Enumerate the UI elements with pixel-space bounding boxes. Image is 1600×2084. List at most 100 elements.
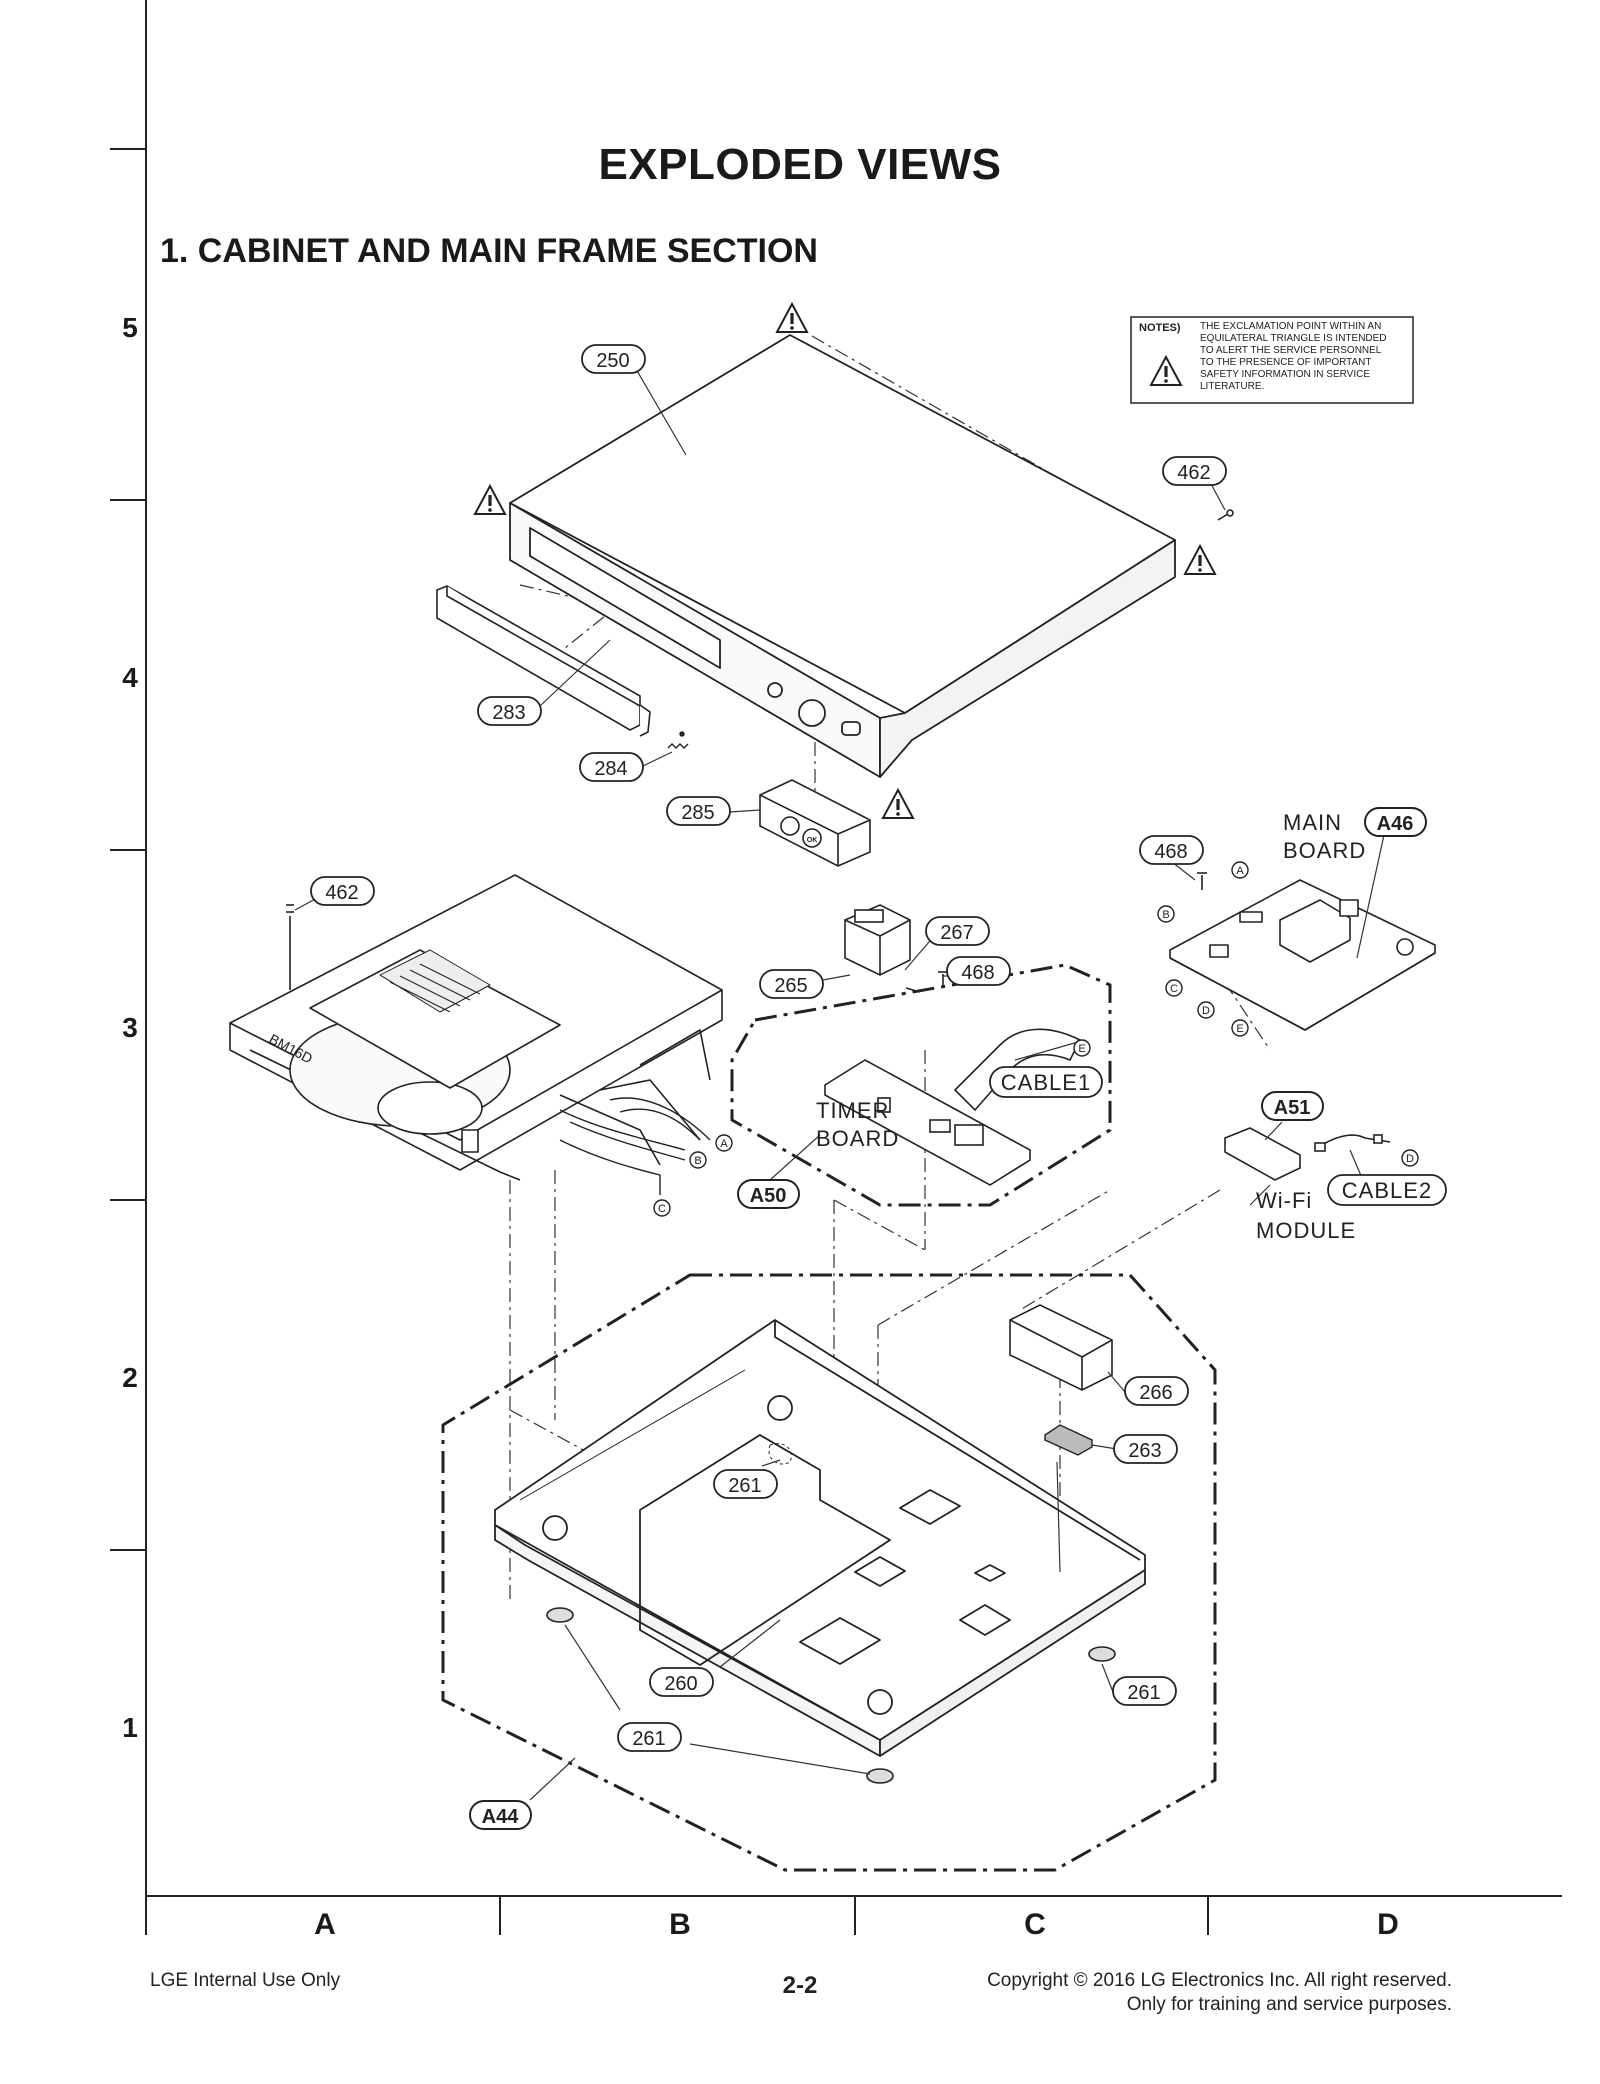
callout-266: 266 — [1139, 1382, 1172, 1404]
callout-261-right: 261 — [1127, 1682, 1160, 1704]
callout-468-main: 468 — [1154, 841, 1187, 863]
callout-bubble — [310, 876, 375, 906]
notes-line: THE EXCLAMATION POINT WITHIN AN — [1200, 321, 1381, 332]
callout-284: 284 — [594, 758, 627, 780]
main-frame — [494, 1319, 1146, 1757]
cable1-label: CABLE1 — [1001, 1070, 1091, 1095]
connector-marker — [1197, 1001, 1215, 1019]
connector-b-main: B — [1162, 909, 1169, 921]
leader-lines — [294, 368, 1385, 1801]
timer-bracket — [844, 904, 911, 976]
notes-box: NOTES) THE EXCLAMATION POINT WITHIN AN E… — [1130, 316, 1414, 404]
row-label-2: 2 — [122, 1362, 138, 1393]
connector-d-main: D — [1202, 1005, 1210, 1017]
assembly-a51: A51 — [1274, 1097, 1311, 1119]
connector-e-main: E — [1236, 1023, 1243, 1035]
callout-261-bottom: 261 — [632, 1728, 665, 1750]
knob-mark: OK — [807, 837, 818, 844]
assembly-outlines — [441, 963, 1217, 1872]
row-label-1: 1 — [122, 1712, 138, 1743]
footer-internal: LGE Internal Use Only — [150, 1970, 341, 1991]
callout-bubble — [666, 796, 731, 826]
callout-267: 267 — [940, 922, 973, 944]
notes-line: SAFETY INFORMATION IN SERVICE — [1200, 369, 1370, 380]
connector-marker — [653, 1199, 671, 1217]
assembly-bubble — [737, 1179, 800, 1209]
page-title: EXPLODED VIEWS — [598, 140, 1002, 189]
callout-bubble — [925, 916, 990, 946]
warning-icon — [882, 789, 914, 819]
connector-marker — [1165, 979, 1183, 997]
assembly-a50: A50 — [750, 1185, 787, 1207]
disc-loader: BM16D — [229, 874, 723, 1181]
cable1-bubble — [989, 1066, 1103, 1098]
warning-icon — [474, 485, 506, 515]
callout-265: 265 — [774, 975, 807, 997]
main-board — [1169, 879, 1436, 1031]
footer-copyright: Copyright © 2016 LG Electronics Inc. All… — [987, 1970, 1452, 1991]
page-frame — [110, 0, 1562, 1935]
main-board-label: BOARD — [1283, 838, 1366, 863]
bracket-266 — [1009, 1304, 1113, 1391]
callout-bubble — [1139, 835, 1204, 865]
spring — [667, 731, 689, 749]
callout-bubble — [1112, 1676, 1177, 1706]
wifi-module-label: MODULE — [1256, 1218, 1356, 1243]
frame-feet — [546, 1607, 1116, 1784]
wifi-module — [1224, 1127, 1391, 1181]
callout-bubble — [477, 696, 542, 726]
notes-label: NOTES) — [1139, 322, 1181, 334]
callout-bubble — [1162, 456, 1227, 486]
front-keys — [759, 779, 871, 867]
column-label-c: C — [1024, 1908, 1046, 1941]
cable2-bubble — [1327, 1174, 1447, 1206]
assembly-bubble — [1364, 807, 1427, 837]
assembly-bubble — [1261, 1091, 1324, 1121]
main-board-label: MAIN — [1283, 810, 1342, 835]
notes-line: TO THE PRESENCE OF IMPORTANT — [1200, 357, 1372, 368]
connector-d-cable2: D — [1406, 1153, 1414, 1165]
warning-icon — [1184, 545, 1216, 575]
connector-e-cable1: E — [1078, 1043, 1085, 1055]
row-label-5: 5 — [122, 312, 138, 343]
connector-b-loader: B — [694, 1155, 701, 1167]
connector-a-loader: A — [720, 1138, 728, 1150]
notes-line: LITERATURE. — [1200, 381, 1264, 392]
top-cabinet — [509, 334, 1176, 778]
callout-263: 263 — [1128, 1440, 1161, 1462]
timer-board-label: BOARD — [816, 1126, 899, 1151]
column-label-b: B — [669, 1908, 691, 1941]
cable2-label: CABLE2 — [1342, 1178, 1432, 1203]
callout-bubble — [579, 752, 644, 782]
column-label-d: D — [1377, 1908, 1399, 1941]
callout-283: 283 — [492, 702, 525, 724]
connector-marker — [1073, 1039, 1091, 1057]
connector-marker — [1401, 1149, 1419, 1167]
callout-462-left: 462 — [325, 882, 358, 904]
row-label-4: 4 — [122, 662, 138, 693]
callout-260: 260 — [664, 1673, 697, 1695]
callout-bubble — [617, 1722, 682, 1752]
section-title: 1. CABINET AND MAIN FRAME SECTION — [160, 232, 818, 270]
callout-468-timer: 468 — [961, 962, 994, 984]
callout-bubble — [713, 1469, 778, 1499]
notes-line: EQUILATERAL TRIANGLE IS INTENDED — [1200, 333, 1387, 344]
callout-bubble — [1124, 1376, 1189, 1406]
connector-c-main: C — [1170, 983, 1178, 995]
front-door — [436, 585, 651, 737]
footer-purpose: Only for training and service purposes. — [1126, 1994, 1452, 2015]
assembly-a46: A46 — [1377, 813, 1414, 835]
connector-a-main: A — [1236, 865, 1244, 877]
row-label-3: 3 — [122, 1012, 138, 1043]
assembly-a44: A44 — [482, 1806, 520, 1828]
callout-bubble — [759, 969, 824, 999]
callout-261-center: 261 — [728, 1475, 761, 1497]
warning-icon — [776, 303, 808, 333]
callout-462-right: 462 — [1177, 462, 1210, 484]
callout-bubble — [649, 1667, 714, 1697]
part-callouts — [310, 344, 1227, 1752]
wifi-module-label: Wi-Fi — [1256, 1188, 1312, 1213]
footer-page-number: 2-2 — [782, 1972, 818, 1999]
callout-bubble — [581, 344, 646, 374]
